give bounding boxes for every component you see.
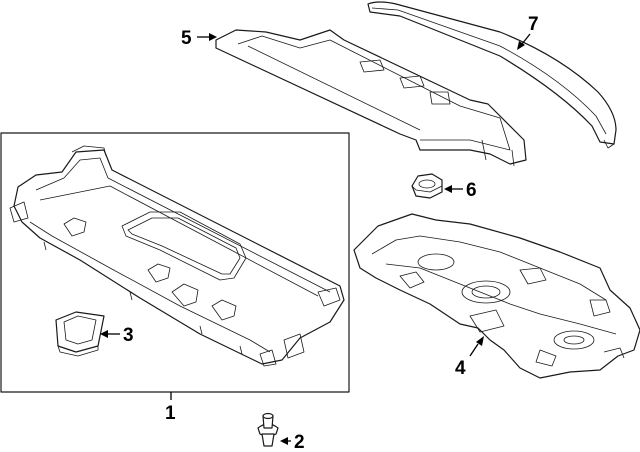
callout-label-4: 4 [455, 358, 466, 379]
clip-bracket [55, 311, 105, 357]
callout-6: 6 [444, 180, 477, 201]
callout-label-2: 2 [294, 432, 305, 452]
callout-2: 2 [280, 432, 305, 452]
callout-label-7: 7 [528, 14, 539, 35]
assembly-frame [0, 132, 350, 393]
package-tray-panel [9, 145, 345, 367]
callout-label-5: 5 [181, 28, 192, 49]
hex-nut [411, 173, 443, 199]
callout-4: 4 [455, 336, 484, 379]
push-pin-fastener [257, 412, 279, 447]
sound-insulator [353, 213, 640, 379]
callout-7: 7 [517, 14, 539, 50]
callout-1: 1 [165, 392, 176, 424]
callout-3: 3 [100, 325, 134, 346]
shelf-cover [367, 1, 617, 149]
callout-label-6: 6 [466, 180, 477, 201]
callout-label-1: 1 [165, 403, 176, 424]
callout-label-3: 3 [123, 325, 134, 346]
tray-frame [215, 29, 527, 167]
callout-5: 5 [181, 28, 217, 49]
